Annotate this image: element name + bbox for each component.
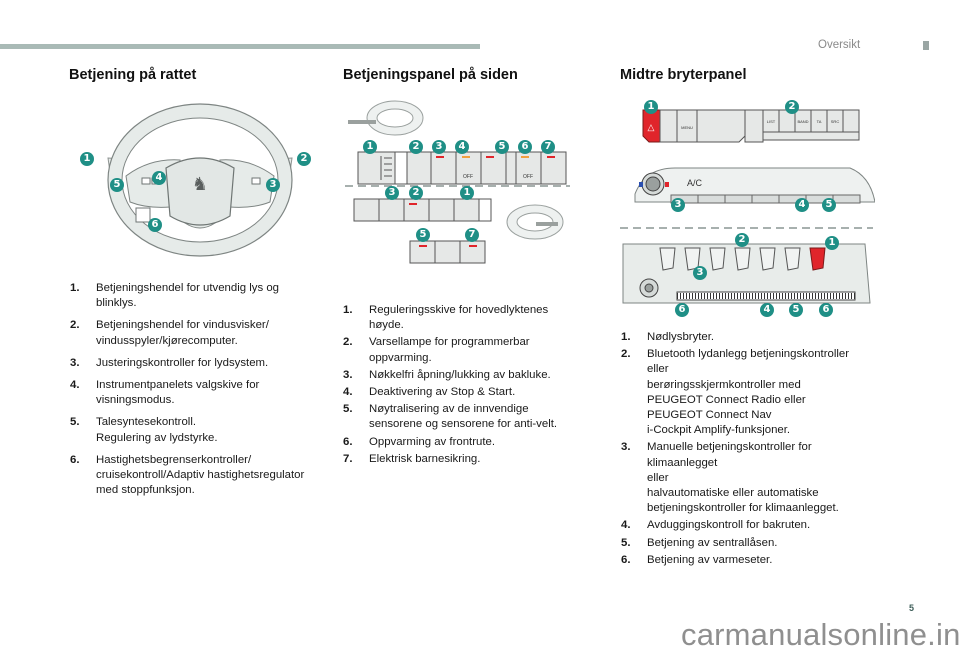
legend-item: 4.Deaktivering av Stop & Start. [343,386,516,399]
watermark: carmanualsonline.info [681,617,960,652]
ta-label: TA [817,119,822,124]
src-label: SRC [831,119,840,124]
side-panel-illustration: OFF OFF [345,100,570,264]
legend-item: 6.Betjening av varmeseter. [621,553,773,566]
callout-badge: 3 [266,178,280,192]
callout-badge: 1 [825,236,839,250]
off-label: OFF [523,174,533,180]
heading-side-panel: Betjeningspanel på siden [343,67,518,83]
section-progress-bar [0,44,480,49]
list-label: LIST [767,119,776,124]
ac-label: A/C [687,178,703,188]
section-label: Oversikt [818,39,861,51]
legend-item: 4.Avduggingskontroll for bakruten. [621,519,811,532]
off-label: OFF [463,174,473,180]
svg-text:♞: ♞ [192,174,208,195]
callout-badge: 2 [409,140,423,154]
legend-item: 6.Oppvarming av frontrute. [343,435,495,448]
callout-badge: 5 [495,140,509,154]
side-panel-figure: OFF OFF 1 2 3 4 5 6 7 3 2 1 5 7 [340,100,575,275]
menu-label: MENU [681,125,693,130]
callout-badge: 2 [297,152,311,166]
heading-steering-wheel: Betjening på rattet [69,67,197,83]
callout-badge: 5 [416,228,430,242]
callout-badge: 4 [152,171,166,185]
legend-item: 6.Hastighetsbegrenserkontroller/cruiseko… [70,453,305,497]
center-panel-legend: 1.Nødlysbryter. 2.Bluetooth lydanlegg be… [621,330,881,570]
callout-badge: 7 [465,228,479,242]
callout-badge: 6 [819,303,833,317]
callout-badge: 1 [80,152,94,166]
legend-item: 7.Elektrisk barnesikring. [343,452,481,465]
callout-badge: 5 [110,178,124,192]
legend-item: 5.Betjening av sentrallåsen. [621,536,778,549]
callout-badge: 6 [518,140,532,154]
callout-badge: 5 [789,303,803,317]
legend-item: 3.Nøkkelfri åpning/lukking av bakluke. [343,368,551,381]
center-panel-illustration: △ MENU LIST BAND TA SRC A/C [620,109,876,304]
callout-badge: 4 [795,198,809,212]
callout-badge: 3 [693,266,707,280]
page-number: 5 [909,603,915,613]
legend-item: 1.Nødlysbryter. [621,331,715,343]
callout-badge: 1 [644,100,658,114]
svg-text:△: △ [648,122,655,132]
steering-wheel-illustration: ♞ [107,103,293,257]
callout-badge: 7 [541,140,555,154]
callout-badge: 3 [432,140,446,154]
callout-badge: 2 [409,186,423,200]
callout-badge: 2 [735,233,749,247]
callout-badge: 5 [822,198,836,212]
legend-item: 2.Betjeningshendel for vindusvisker/vind… [70,319,269,347]
center-panel-figure: △ MENU LIST BAND TA SRC A/C [615,98,876,323]
callout-badge: 3 [671,198,685,212]
heading-center-panel: Midtre bryterpanel [620,67,747,83]
callout-badge: 2 [785,100,799,114]
callout-badge: 4 [455,140,469,154]
callout-badge: 1 [363,140,377,154]
section-marker [923,41,929,50]
legend-item: 3.Justeringskontroller for lydsystem. [70,356,269,369]
callout-badge: 1 [460,186,474,200]
callout-badge: 6 [148,218,162,232]
callout-badge: 6 [675,303,689,317]
band-label: BAND [797,119,808,124]
steering-wheel-figure: ♞ 1 2 3 4 5 6 [70,98,330,258]
legend-item: 5.Talesyntesekontroll.Regulering av lyds… [70,416,218,444]
callout-badge: 3 [385,186,399,200]
legend-item: 2.Bluetooth lydanlegg betjeningskontroll… [621,348,850,437]
callout-badge: 4 [760,303,774,317]
